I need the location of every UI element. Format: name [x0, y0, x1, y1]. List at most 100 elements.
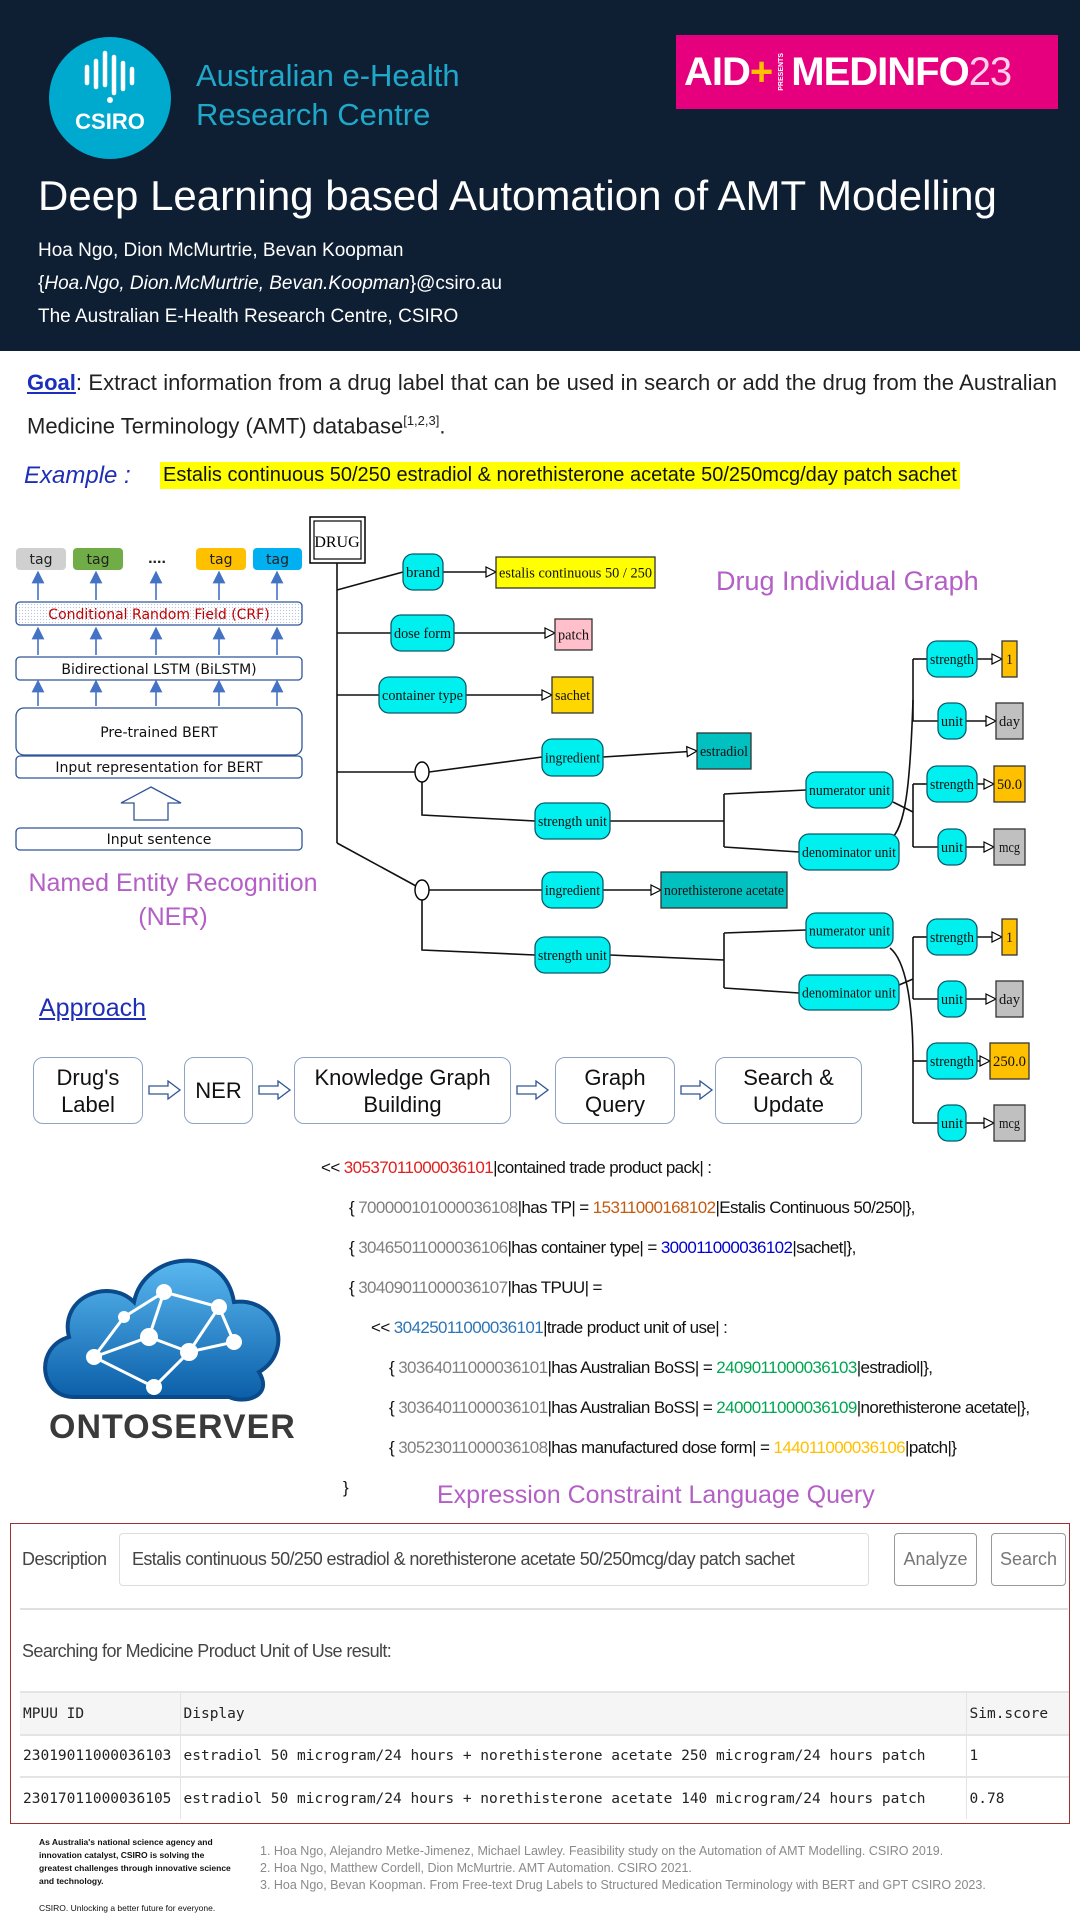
sim-score-cell: 0.78: [966, 1776, 1069, 1819]
graph-edge: [336, 842, 417, 887]
graph-edge: [889, 699, 914, 841]
approach-step: Search &Update: [715, 1057, 862, 1124]
csiro-blurb: As Australia's national science agency a…: [39, 1837, 231, 1886]
graph-node-label: mcg: [999, 840, 1020, 856]
graph-node-attribute: [402, 553, 444, 591]
sim-score-cell: 1: [966, 1734, 1069, 1777]
graph-node-label: estradiol: [700, 744, 748, 760]
affiliation: The Australian E-Health Research Centre,…: [38, 306, 459, 327]
results-table: MPUU ID Display Sim.score 23019011000036…: [20, 1691, 1069, 1819]
poster-title: Deep Learning based Automation of AMT Mo…: [38, 172, 997, 219]
reference-item: 1. Hoa Ngo, Alejandro Metke-Jimenez, Mic…: [260, 1844, 944, 1858]
graph-node-label: strength unit: [538, 814, 608, 830]
graph-node-label: day: [999, 714, 1020, 730]
reference-item: 3. Hoa Ngo, Bevan Koopman. From Free-tex…: [260, 1878, 986, 1892]
tag-label: tag: [266, 552, 289, 568]
graph-node-attribute: [805, 771, 894, 809]
tag-box: [253, 548, 302, 570]
up-arrow-icon: [120, 786, 182, 821]
approach-link[interactable]: Approach: [39, 994, 147, 1022]
column-header-sim-score[interactable]: Sim.score: [966, 1691, 1069, 1735]
goal-link[interactable]: Goal: [27, 370, 76, 395]
graph-node-attribute: [541, 871, 604, 909]
ecl-line: << 30425011000036101|trade product unit …: [371, 1318, 728, 1337]
table-row[interactable]: 23019011000036103 estradiol 50 microgram…: [20, 1734, 1069, 1777]
graph-node-label: 1: [1006, 930, 1013, 946]
graph-node-ingredient-value: [696, 732, 752, 770]
graph-edge: [889, 947, 914, 1062]
graph-node-attribute: [798, 974, 900, 1011]
graph-node-label: denominator unit: [802, 986, 897, 1002]
graph-node-strength-value: [989, 1042, 1030, 1080]
description-input[interactable]: [119, 1533, 869, 1586]
ontoserver-cloud-icon: [43, 1258, 281, 1402]
column-header-mpuu-id[interactable]: MPUU ID: [20, 1691, 181, 1735]
graph-node-attribute: [798, 833, 900, 871]
column-header-display[interactable]: Display: [180, 1691, 967, 1735]
graph-edge: [723, 846, 800, 853]
graph-node-dose-form-value: [554, 618, 593, 651]
search-button[interactable]: Search: [991, 1533, 1066, 1586]
references: 1. Hoa Ngo, Alejandro Metke-Jimenez, Mic…: [260, 1843, 986, 1894]
graph-node-attribute: [937, 828, 967, 866]
tag-label: tag: [30, 552, 53, 568]
csiro-logo-text: CSIRO: [75, 109, 145, 134]
graph-node-unit-value: [995, 980, 1024, 1018]
graph-node-strength-value: [1001, 640, 1018, 678]
analyze-button[interactable]: Analyze: [894, 1533, 977, 1586]
junction-node: [414, 879, 430, 901]
graph-node-label: brand: [406, 565, 440, 581]
logo-year: 23: [968, 49, 1012, 94]
input-sentence-label: Input sentence: [107, 832, 212, 848]
graph-arrow: [602, 751, 697, 758]
graph-edge: [421, 782, 536, 822]
ontoserver-logo-text: ONTOSERVER: [49, 1408, 296, 1446]
graph-node-attribute: [805, 912, 894, 949]
display-cell: estradiol 50 microgram/24 hours + noreth…: [180, 1734, 967, 1777]
ecl-line: }: [343, 1478, 349, 1497]
goal-text: Goal: Extract information from a drug la…: [27, 370, 1057, 439]
graph-node-attribute: [926, 918, 978, 956]
graph-node-label: container type: [382, 688, 463, 704]
graph-node-label: strength: [930, 652, 974, 668]
graph-node-label: sachet: [555, 688, 591, 704]
graph-node-label: ingredient: [545, 751, 601, 767]
graph-edge: [723, 929, 807, 934]
graph-edge: [336, 571, 404, 591]
bert-box: [15, 707, 303, 756]
graph-edge: [723, 789, 807, 795]
graph-node-brand-value: [495, 556, 656, 589]
graph-node-label: day: [999, 992, 1020, 1008]
ecl-line: << 30537011000036101|contained trade pro…: [321, 1158, 712, 1177]
table-row[interactable]: 23017011000036105 estradiol 50 microgram…: [20, 1776, 1069, 1819]
graph-node-label: norethisterone acetate: [664, 883, 784, 899]
graph-edge: [428, 756, 543, 773]
citation: [1,2,3]: [403, 413, 440, 428]
bilstm-label: Bidirectional LSTM (BiLSTM): [61, 662, 256, 678]
crf-box: [15, 601, 303, 626]
graph-node-label: strength unit: [538, 948, 608, 964]
graph-node-attribute: [926, 765, 978, 803]
bilstm-box: [15, 656, 303, 681]
tag-box: [73, 548, 123, 570]
graph-node-attribute: [534, 936, 611, 974]
graph-node-label: denominator unit: [802, 845, 897, 861]
flow-arrow-icon: [148, 1080, 182, 1100]
graph-node-label: unit: [941, 1116, 964, 1132]
graph-node-attribute: [390, 614, 455, 652]
centre-name-line1: Australian e-Health: [196, 58, 460, 93]
authors: Hoa Ngo, Dion McMurtrie, Bevan Koopman: [38, 240, 404, 261]
logo-medinfo: MEDINFO: [791, 49, 969, 94]
graph-node-strength-value: [993, 765, 1026, 803]
graph-node-label: strength: [930, 1054, 974, 1070]
ner-title: Named Entity Recognition(NER): [28, 869, 318, 931]
graph-edge: [421, 900, 536, 956]
tag-label: tag: [210, 552, 233, 568]
input-sentence-box: [15, 827, 303, 851]
author-emails: {Hoa.Ngo, Dion.McMurtrie, Bevan.Koopman}…: [38, 273, 502, 294]
